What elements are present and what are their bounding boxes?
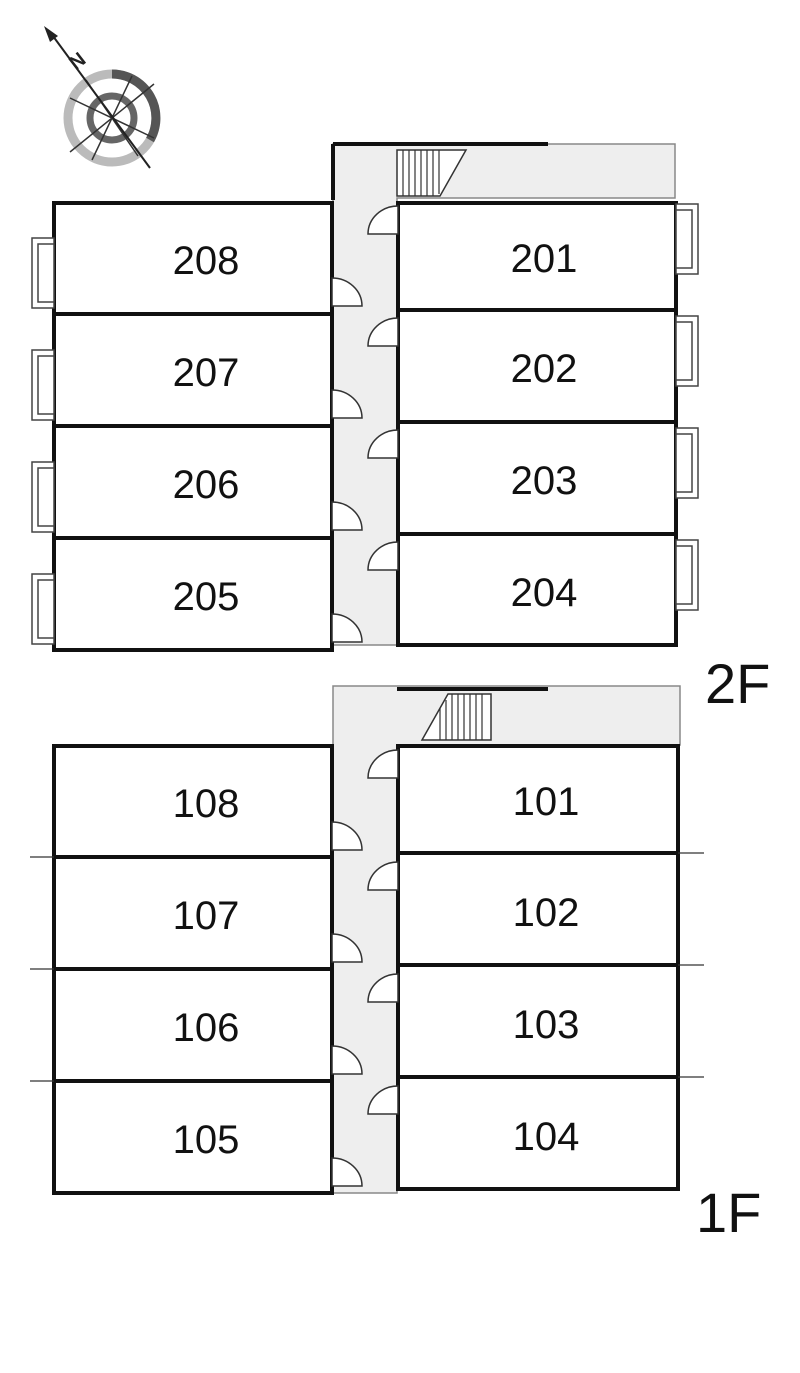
staircase-1f xyxy=(420,693,492,741)
doors-1f-right xyxy=(367,749,399,1115)
room-label: 106 xyxy=(173,1006,240,1050)
room-label: 202 xyxy=(511,347,578,391)
balconies-2f-right xyxy=(675,203,699,611)
room-label: 201 xyxy=(511,237,578,281)
floor-2f: 208 207 206 205 201 202 xyxy=(31,142,770,715)
doors-2f-right xyxy=(367,205,399,571)
room-label: 205 xyxy=(173,575,240,619)
room-group-2f-left: 208 207 206 205 xyxy=(31,201,363,652)
doors-2f-left xyxy=(331,277,363,643)
staircase-2f xyxy=(396,149,468,197)
room-label: 103 xyxy=(513,1003,580,1047)
room-label: 108 xyxy=(173,782,240,826)
walls-extension-1f-left xyxy=(30,856,54,1082)
room-group-1f-left: 108 107 106 105 xyxy=(30,744,363,1195)
room-group-2f-right: 201 202 203 204 xyxy=(367,201,699,647)
walls-extension-1f-right xyxy=(678,852,704,1078)
room-group-1f-right: 101 102 103 104 xyxy=(367,744,704,1191)
room-label: 208 xyxy=(173,239,240,283)
north-label: N xyxy=(65,48,90,74)
balconies-2f-left xyxy=(31,237,55,645)
room-label: 101 xyxy=(513,780,580,824)
room-label: 107 xyxy=(173,894,240,938)
room-label: 102 xyxy=(513,891,580,935)
room-label: 204 xyxy=(511,571,578,615)
room-label: 105 xyxy=(173,1118,240,1162)
floor-1f: 108 107 106 105 101 102 103 104 xyxy=(30,685,761,1244)
floor-label-1f: 1F xyxy=(696,1181,761,1244)
room-label: 104 xyxy=(513,1115,580,1159)
compass-icon: N xyxy=(44,26,161,169)
floor-label-2f: 2F xyxy=(705,652,770,715)
room-label: 203 xyxy=(511,459,578,503)
doors-1f-left xyxy=(331,821,363,1187)
room-label: 206 xyxy=(173,463,240,507)
room-label: 207 xyxy=(173,351,240,395)
